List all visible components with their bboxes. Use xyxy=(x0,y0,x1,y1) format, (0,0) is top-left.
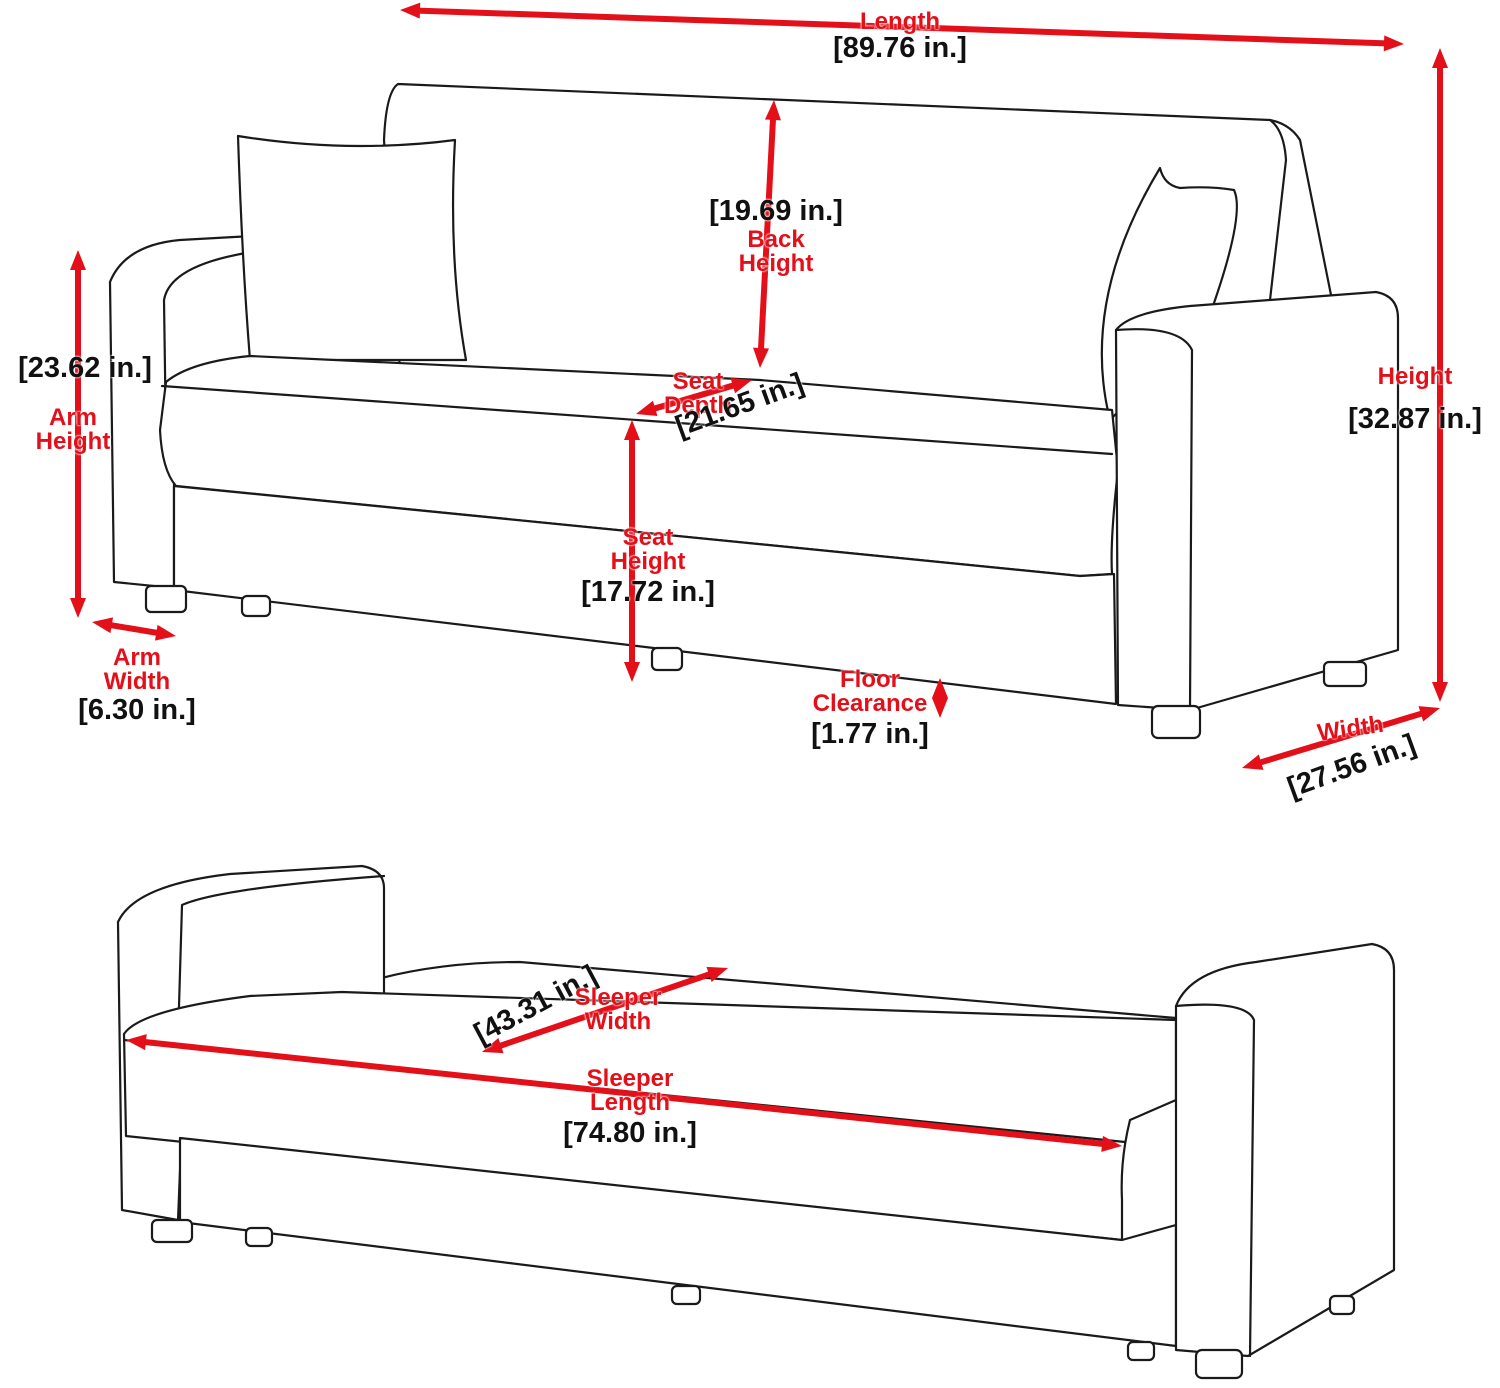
back-height-label-2: Height xyxy=(738,250,814,277)
sleeper-length-label-1: Sleeper xyxy=(586,1065,674,1092)
seat-height-value: [17.72 in.] xyxy=(581,576,715,608)
sofa-leg xyxy=(150,1218,194,1244)
sleeper-length-label-2: Length xyxy=(590,1089,670,1116)
left-back-pillow xyxy=(236,134,468,362)
length-dimension-label: Length [89.76 in.] xyxy=(800,10,1000,63)
sleeper-right-arm-inner xyxy=(1174,1003,1256,1358)
sofa-base xyxy=(172,484,1118,706)
back-height-dimension-label: [19.69 in.] Back Height xyxy=(676,197,876,276)
height-label: Height xyxy=(1377,363,1453,390)
width-arrow xyxy=(1242,706,1440,770)
arm-width-arrow xyxy=(92,617,176,641)
seat-depth-label-1: Seat xyxy=(672,368,724,395)
sleeper-width-dimension-label: Sleeper Width xyxy=(560,986,676,1034)
backrest-side-edge xyxy=(1268,118,1288,302)
length-arrow xyxy=(400,2,1404,52)
seat-cushion xyxy=(158,354,1120,578)
right-arm-front-edge xyxy=(1114,328,1194,712)
arm-height-arrow xyxy=(70,250,86,618)
sofa-leg xyxy=(1328,1294,1356,1316)
sofa-leg xyxy=(144,584,188,614)
arm-height-value-label: [23.62 in.] xyxy=(0,354,170,383)
sofa-sleeper-drawing xyxy=(116,864,1396,1380)
sleeper-width-label-2: Width xyxy=(584,1008,652,1035)
sleeper-right-arm xyxy=(1174,942,1396,1358)
floor-clearance-label-1: Floor xyxy=(840,666,900,693)
floor-clearance-value: [1.77 in.] xyxy=(811,718,929,750)
arm-height-label-2: Height xyxy=(35,428,111,455)
seat-height-arrow xyxy=(624,420,640,682)
seat-height-label-2: Height xyxy=(610,548,686,575)
back-height-value: [19.69 in.] xyxy=(709,195,843,227)
sleeper-width-label-1: Sleeper xyxy=(574,984,662,1011)
arm-width-dimension-label: Arm Width [6.30 in.] xyxy=(52,646,222,725)
sleeper-width-arrow xyxy=(482,966,728,1054)
arm-height-dimension-label: Arm Height xyxy=(20,406,126,454)
sofa-leg xyxy=(1150,704,1202,740)
floor-clearance-arrow xyxy=(932,678,948,718)
seat-depth-label-2: Depth xyxy=(664,392,732,419)
floor-clearance-dimension-label: Floor Clearance [1.77 in.] xyxy=(790,668,950,749)
height-dimension-label: Height [32.87 in.] xyxy=(1330,365,1500,434)
arm-width-value: [6.30 in.] xyxy=(78,694,196,726)
seat-depth-dimension-label: Seat Depth xyxy=(648,370,748,418)
seat-height-dimension-label: Seat Height [17.72 in.] xyxy=(558,526,738,607)
back-height-label-1: Back xyxy=(747,226,805,253)
sofa-leg xyxy=(240,594,272,618)
back-height-arrow xyxy=(753,100,781,368)
arm-width-label-1: Arm xyxy=(112,644,161,671)
height-arrow xyxy=(1432,48,1448,702)
sofa-leg xyxy=(1322,660,1368,688)
height-value: [32.87 in.] xyxy=(1348,403,1482,435)
floor-clearance-label-2: Clearance xyxy=(812,690,928,717)
left-arm-inner-edge xyxy=(162,250,254,442)
sleeper-left-arm-inner xyxy=(176,874,386,1042)
sleeper-length-arrow xyxy=(126,1034,1122,1152)
sofa-leg xyxy=(1126,1340,1156,1362)
sofa-leg xyxy=(1194,1348,1244,1380)
length-value: [89.76 in.] xyxy=(833,32,967,64)
sofa-upright-drawing xyxy=(108,82,1400,740)
sleeper-length-value: [74.80 in.] xyxy=(563,1117,697,1149)
length-label: Length xyxy=(860,8,940,35)
sofa-leg xyxy=(650,646,684,672)
arm-height-label-1: Arm xyxy=(48,404,97,431)
arm-width-label-2: Width xyxy=(103,668,171,695)
right-arm xyxy=(1114,290,1400,712)
seat-height-label-1: Seat xyxy=(622,524,674,551)
sofa-leg xyxy=(244,1226,274,1248)
sofa-leg xyxy=(670,1284,702,1306)
seat-depth-arrow xyxy=(636,377,752,417)
sleeper-length-dimension-label: Sleeper Length [74.80 in.] xyxy=(540,1067,720,1148)
seat-cushion-front-edge xyxy=(160,384,1114,456)
arm-height-value: [23.62 in.] xyxy=(18,352,152,384)
dimension-arrows xyxy=(70,2,1448,1152)
